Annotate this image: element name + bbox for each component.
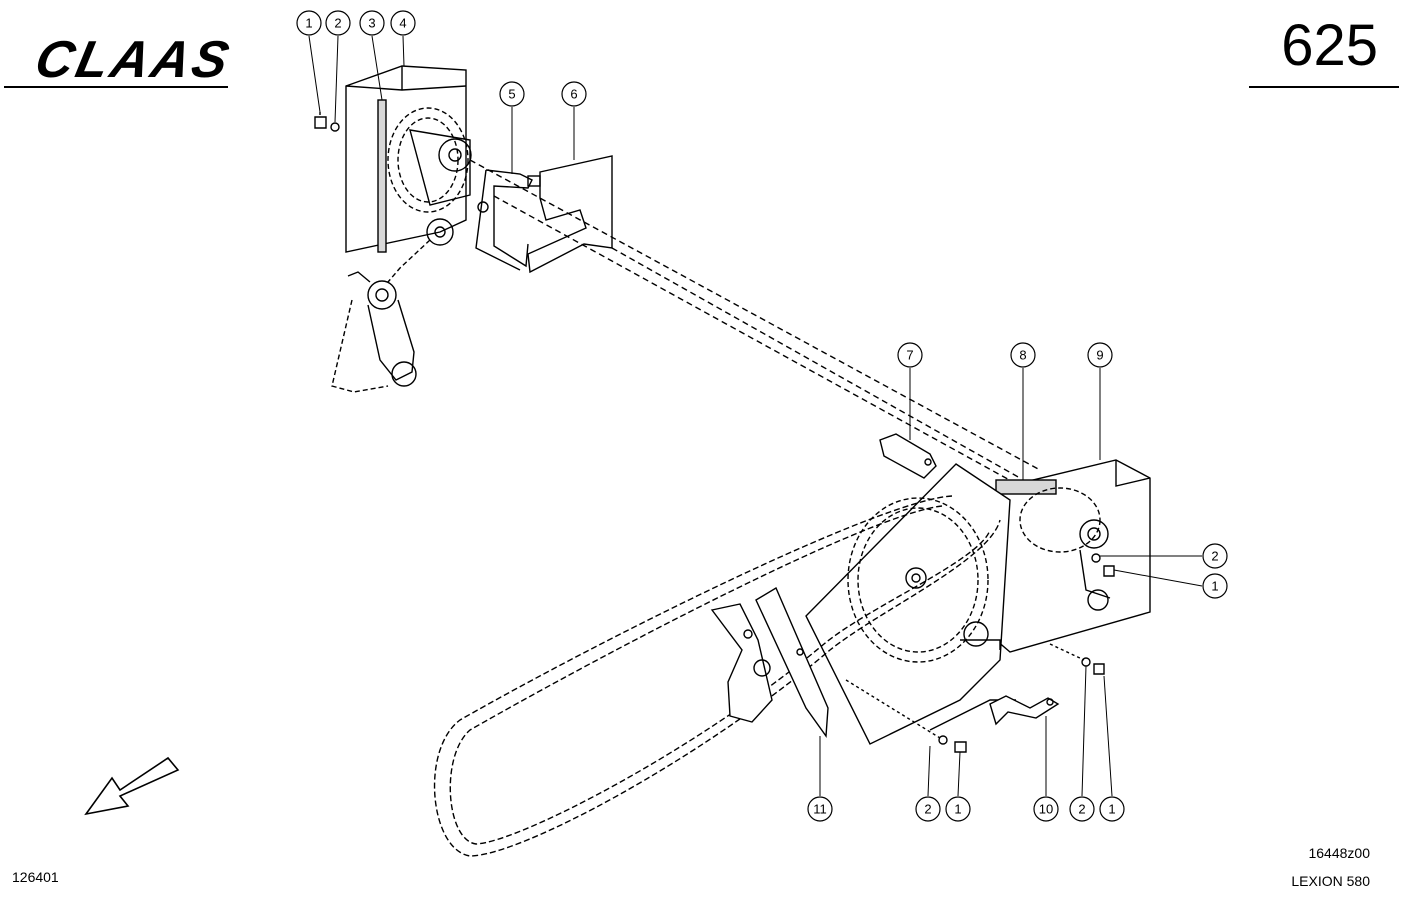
callout-7: 7	[897, 342, 923, 368]
upper-bolt-washer	[314, 112, 340, 132]
callout-1-upper: 1	[296, 10, 322, 36]
svg-text:10: 10	[1039, 802, 1053, 817]
svg-text:6: 6	[570, 87, 577, 102]
guide-rail-part-11	[755, 586, 829, 738]
callout-1-right: 1	[1202, 573, 1228, 599]
page-number: 625	[1281, 13, 1378, 78]
svg-text:8: 8	[1019, 348, 1026, 363]
bracket-part-5	[475, 169, 533, 271]
upper-tensioner-arm	[331, 239, 431, 393]
svg-text:1: 1	[1108, 802, 1115, 817]
upper-gearbox-housing	[345, 65, 472, 253]
header-rule-right	[1249, 86, 1399, 88]
drawing-reference: 16448z00	[1308, 845, 1370, 861]
callout-3: 3	[359, 10, 385, 36]
svg-text:7: 7	[906, 348, 913, 363]
handle-part-7	[879, 433, 937, 479]
callout-8: 8	[1010, 342, 1036, 368]
callout-4: 4	[390, 10, 416, 36]
callout-2-lower-b: 2	[1069, 796, 1095, 822]
svg-text:4: 4	[399, 16, 406, 31]
lever-part-10	[989, 695, 1060, 726]
drive-pulley-plate	[805, 463, 1016, 745]
arrow-down-left-icon	[84, 756, 180, 816]
svg-text:11: 11	[813, 802, 827, 817]
callout-11: 11	[807, 796, 833, 822]
machine-model: LEXION 580	[1291, 873, 1370, 889]
svg-text:2: 2	[1078, 802, 1085, 817]
drive-belt	[433, 495, 1001, 857]
callout-2-upper: 2	[325, 10, 351, 36]
callout-1-lower-a: 1	[945, 796, 971, 822]
svg-text:9: 9	[1096, 348, 1103, 363]
cover-plate-part-6	[527, 155, 613, 274]
callout-6: 6	[561, 81, 587, 107]
header-rule-left	[4, 86, 228, 88]
document-id: 126401	[12, 869, 59, 885]
svg-text:1: 1	[954, 802, 961, 817]
callout-2-right: 2	[1202, 543, 1228, 569]
svg-text:2: 2	[334, 16, 341, 31]
leader-lines	[308, 35, 1203, 797]
lower-fasteners	[845, 553, 1115, 753]
svg-text:1: 1	[1211, 579, 1218, 594]
callout-2-lower-a: 2	[915, 796, 941, 822]
callout-1-lower-b: 1	[1099, 796, 1125, 822]
svg-text:2: 2	[924, 802, 931, 817]
callout-9: 9	[1087, 342, 1113, 368]
svg-text:2: 2	[1211, 549, 1218, 564]
lower-tensioner-bracket	[710, 603, 773, 723]
callout-10: 10	[1033, 796, 1059, 822]
callout-5: 5	[499, 81, 525, 107]
seal-strip	[377, 99, 387, 253]
svg-text:5: 5	[508, 87, 515, 102]
svg-text:1: 1	[305, 16, 312, 31]
svg-text:3: 3	[368, 16, 375, 31]
shaft-axis-lines	[469, 159, 1041, 489]
